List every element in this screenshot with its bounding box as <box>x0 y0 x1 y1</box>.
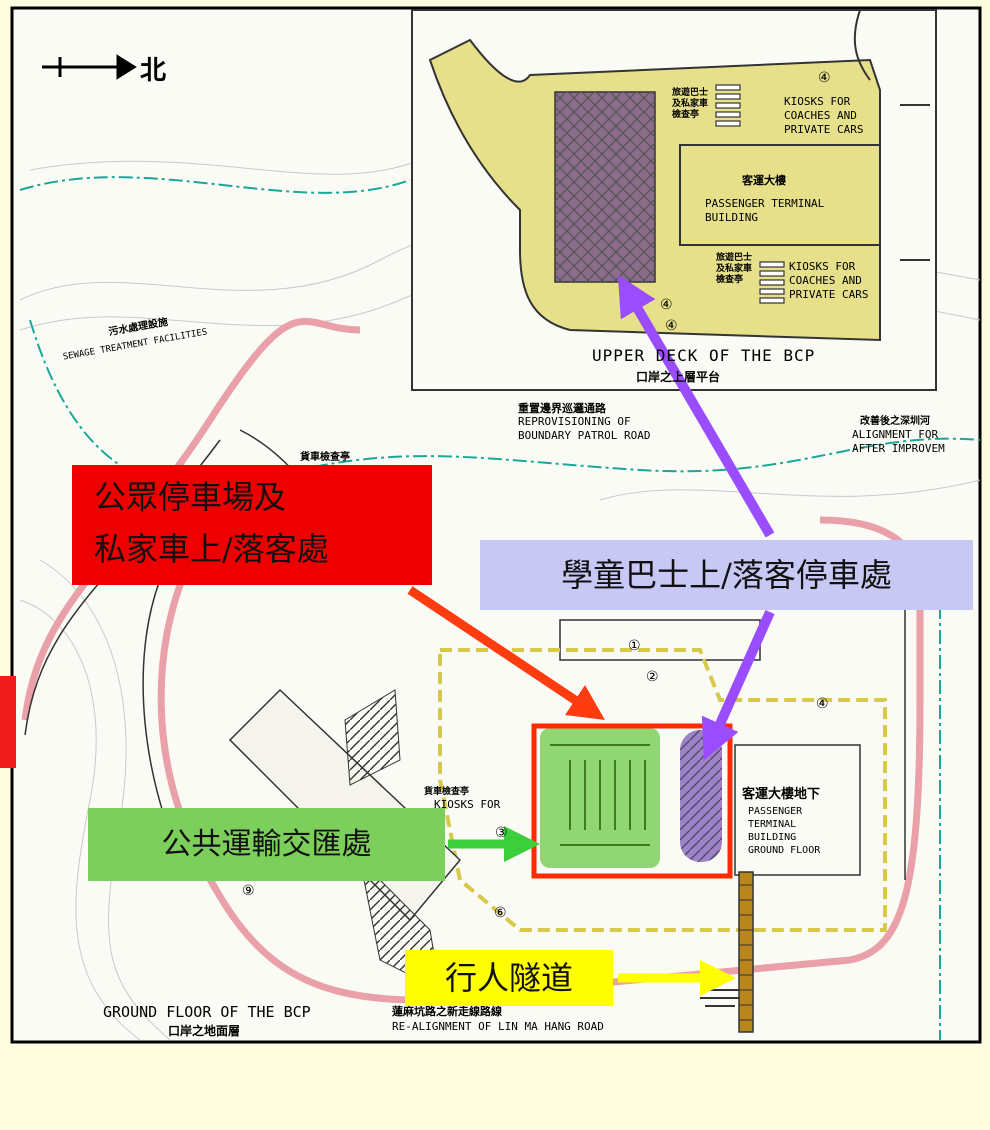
upper-marker-c: ④ <box>665 318 678 334</box>
realign-en: RE-ALIGNMENT OF LIN MA HANG ROAD <box>392 1020 604 1033</box>
upper-marker-b: ④ <box>660 297 673 313</box>
marker-9: ⑨ <box>242 883 255 899</box>
alignment-en: ALIGNMENT FOR AFTER IMPROVEM <box>852 428 945 455</box>
carpark-callout: 公眾停車場及 私家車上/落客處 <box>72 465 432 585</box>
marker-2: ② <box>646 669 659 685</box>
upper-marker-a: ④ <box>818 70 831 86</box>
carpark-arrow <box>407 586 605 720</box>
kiosk-top-en: KIOSKS FOR COACHES AND PRIVATE CARS <box>784 95 864 136</box>
upper-terminal-building <box>679 144 881 246</box>
goods-kiosk-top-zh: 貨車檢查亭 <box>300 452 350 463</box>
school-bus-callout: 學童巴士上/落客停車處 <box>480 540 973 610</box>
upper-deck-caption-zh: 口岸之上層平台 <box>636 370 721 384</box>
left-tab-marker <box>0 676 16 768</box>
north-arrow-icon <box>42 54 137 80</box>
marker-3: ③ <box>495 825 508 841</box>
ground-terminal-building <box>734 744 861 876</box>
pti-callout: 公共運輸交匯處 <box>88 808 445 881</box>
terminal-gf-zh: 客運大樓地下 <box>742 787 821 802</box>
marker-6: ⑥ <box>494 905 507 921</box>
river-boundary <box>19 176 981 1040</box>
north-label: 北 <box>140 56 167 86</box>
realign-zh: 蓮麻坑路之新走線路線 <box>392 1005 502 1018</box>
patrol-zh: 重置邊界巡邏通路 <box>518 402 606 415</box>
goods-kiosk-zh: 貨車檢查亭 <box>424 787 470 797</box>
pedestrian-tunnel <box>738 871 754 1033</box>
upper-terminal-zh: 客運大樓 <box>742 174 786 187</box>
upper-deck-caption-en: UPPER DECK OF THE BCP <box>592 346 816 365</box>
kiosk-bottom-en: KIOSKS FOR COACHES AND PRIVATE CARS <box>789 260 869 301</box>
marker-4: ④ <box>816 696 829 712</box>
kiosk-bars-bottom <box>759 261 785 304</box>
terminal-gf-en: PASSENGER TERMINAL BUILDING GROUND FLOOR <box>748 806 821 856</box>
upper-terminal-en: PASSENGER TERMINAL BUILDING <box>705 197 825 224</box>
kiosk-bars-top <box>715 84 741 127</box>
school-bus-arrow-up <box>617 274 775 538</box>
marker-1: ① <box>628 638 641 654</box>
ground-terminal-zone <box>438 648 887 932</box>
carpark-highlight-box <box>531 723 733 879</box>
kiosk-bottom-zh: 旅遊巴士 及私家車 檢查亭 <box>716 253 753 285</box>
alignment-zh: 改善後之深圳河 <box>860 416 930 427</box>
patrol-en: REPROVISIONING OF BOUNDARY PATROL ROAD <box>518 415 651 442</box>
kiosk-top-zh: 旅遊巴士 及私家車 檢查亭 <box>672 88 709 120</box>
ground-floor-caption-en: GROUND FLOOR OF THE BCP <box>103 1003 311 1021</box>
tunnel-callout: 行人隧道 <box>405 950 613 1006</box>
school-bus-arrow-down <box>701 609 775 761</box>
ground-floor-caption-zh: 口岸之地面層 <box>168 1024 241 1038</box>
